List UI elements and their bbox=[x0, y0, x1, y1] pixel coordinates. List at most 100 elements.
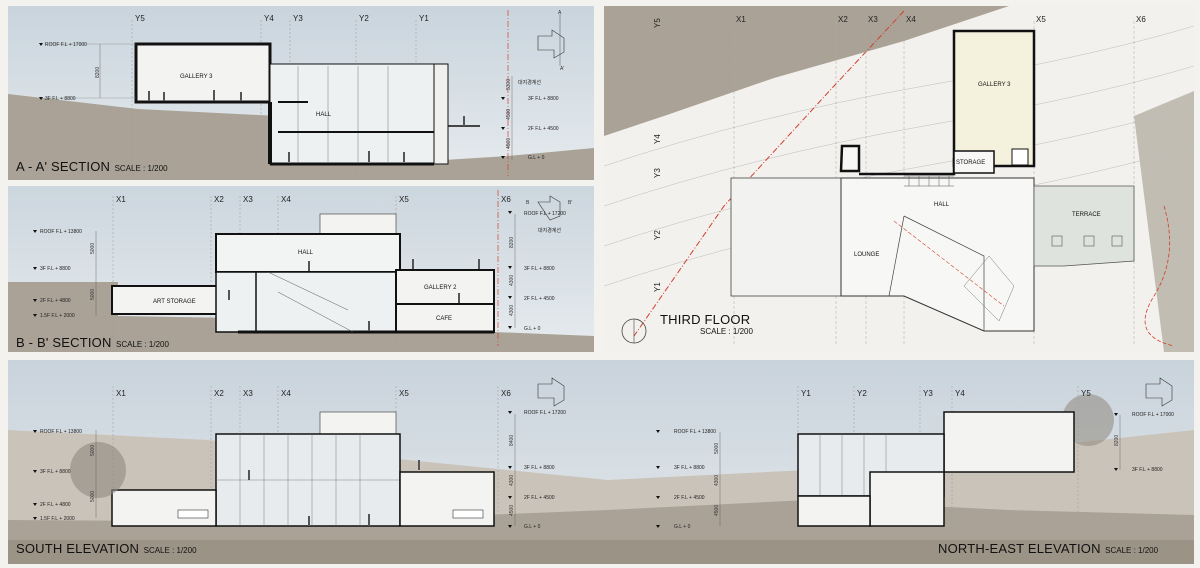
third-floor-title: THIRD FLOOR SCALE : 1/200 bbox=[660, 312, 753, 336]
third-floor-plan: X1 X2 X3 X4 X5 X6 Y5 Y4 Y3 Y2 Y1 bbox=[604, 6, 1194, 352]
south-right-level-3f: 3F F.L + 8800 bbox=[524, 465, 555, 471]
aa-section-panel: Y5 Y4 Y3 Y2 Y1 GALLERY 3 HALL bbox=[8, 6, 594, 180]
bb-title-text: B - B' SECTION bbox=[16, 335, 112, 350]
aa-section-title: A - A' SECTION SCALE : 1/200 bbox=[16, 158, 168, 176]
bb-section-panel: X1 X2 X3 X4 X5 X6 HALL ART STORAGE GALLE… bbox=[8, 186, 594, 352]
ne-dim-3: 4500 bbox=[714, 505, 720, 516]
south-dim-right-1: 8400 bbox=[509, 435, 515, 446]
level-roof: ROOF F.L + 17000 bbox=[45, 42, 87, 48]
south-level-2f: 2F F.L + 4800 bbox=[40, 502, 71, 508]
ground-mass bbox=[8, 282, 594, 352]
south-right-level-roof: ROOF F.L + 17200 bbox=[524, 410, 566, 416]
ne-elevation-title: NORTH-EAST ELEVATION SCALE : 1/200 bbox=[938, 540, 1158, 558]
room-label-storage: STORAGE bbox=[956, 160, 985, 166]
grid-label-x3: X3 bbox=[868, 15, 878, 24]
third-floor-scale-text: SCALE : 1/200 bbox=[700, 327, 753, 336]
right-level-roof: ROOF F.L + 17200 bbox=[524, 211, 566, 217]
aa-section-drawing: Y5 Y4 Y3 Y2 Y1 GALLERY 3 HALL bbox=[8, 6, 594, 180]
grid-label-y1: Y1 bbox=[419, 14, 429, 23]
south-dim-left-1: 5000 bbox=[90, 445, 96, 456]
boundary-note: 대지경계선 bbox=[518, 79, 541, 86]
key-label-b-prime: B' bbox=[568, 200, 572, 206]
gallery3-room bbox=[952, 29, 1036, 168]
ne-key-plan-icon bbox=[1145, 377, 1173, 407]
lower-roof-block bbox=[730, 177, 842, 297]
ne-grid-y4: Y4 bbox=[955, 389, 965, 398]
grid-label-x2: X2 bbox=[214, 195, 224, 204]
room-label-hall: HALL bbox=[934, 202, 950, 208]
room-label-cafe: CAFE bbox=[436, 316, 452, 322]
south-scale-text: SCALE : 1/200 bbox=[143, 546, 197, 555]
dim-right-1: 5300 bbox=[506, 79, 512, 90]
grid-label-x6: X6 bbox=[1136, 15, 1146, 24]
key-label-a: A bbox=[558, 10, 562, 16]
key-plan-icon bbox=[537, 29, 565, 59]
terrace-area bbox=[1033, 185, 1135, 267]
grid-label-y4: Y4 bbox=[653, 134, 662, 144]
key-label-b: B bbox=[526, 200, 530, 206]
third-floor-panel: X1 X2 X3 X4 X5 X6 Y5 Y4 Y3 Y2 Y1 bbox=[604, 6, 1194, 352]
grid-label-y3: Y3 bbox=[293, 14, 303, 23]
ne-title-text: NORTH-EAST ELEVATION bbox=[938, 541, 1101, 556]
right-level-gl: G.L + 0 bbox=[528, 155, 545, 161]
south-right-level-gl: G.L + 0 bbox=[524, 524, 541, 530]
level-roof: ROOF F.L + 13800 bbox=[40, 229, 82, 235]
south-grid-x6: X6 bbox=[501, 389, 511, 398]
ne-dim-1: 5000 bbox=[714, 443, 720, 454]
room-label-gallery3: GALLERY 3 bbox=[180, 74, 213, 80]
tree-left bbox=[70, 442, 126, 498]
gallery3-volume bbox=[134, 42, 272, 104]
room-label-lounge: LOUNGE bbox=[854, 252, 879, 258]
aa-title-text: A - A' SECTION bbox=[16, 159, 111, 174]
right-level-3f: 3F F.L + 8800 bbox=[524, 266, 555, 272]
south-grid-x2: X2 bbox=[214, 389, 224, 398]
south-level-3f: 3F F.L + 8800 bbox=[40, 469, 71, 475]
grid-label-y5: Y5 bbox=[653, 18, 662, 28]
right-level-2f: 2F F.L + 4500 bbox=[528, 126, 559, 132]
boundary-note: 대지경계선 bbox=[538, 227, 561, 234]
ne-grid-y1: Y1 bbox=[801, 389, 811, 398]
ne-level-gl: G.L + 0 bbox=[674, 524, 691, 530]
room-label-hall: HALL bbox=[316, 112, 332, 118]
ne-grid-y3: Y3 bbox=[923, 389, 933, 398]
ne-level-3f: 3F F.L + 8800 bbox=[674, 465, 705, 471]
south-level-roof: ROOF F.L + 13800 bbox=[40, 429, 82, 435]
dim-left-1: 5000 bbox=[90, 243, 96, 254]
bb-section-title: B - B' SECTION SCALE : 1/200 bbox=[16, 334, 169, 352]
grid-label-x4: X4 bbox=[906, 15, 916, 24]
south-dim-right-3: 4500 bbox=[509, 505, 515, 516]
room-label-gallery2: GALLERY 2 bbox=[424, 285, 457, 291]
grid-label-y4: Y4 bbox=[264, 14, 274, 23]
south-grid-x4: X4 bbox=[281, 389, 291, 398]
level-3f: 3F F.L + 8800 bbox=[40, 266, 71, 272]
grid-label-x1: X1 bbox=[736, 15, 746, 24]
south-key-plan-icon bbox=[537, 377, 565, 407]
key-label-a-prime: A' bbox=[560, 66, 564, 72]
south-dim-right-2: 4300 bbox=[509, 475, 515, 486]
level-15f: 1.5F F.L + 2000 bbox=[40, 313, 75, 319]
room-label-terrace: TERRACE bbox=[1072, 212, 1101, 218]
bb-scale-text: SCALE : 1/200 bbox=[116, 340, 169, 349]
south-grid-x3: X3 bbox=[243, 389, 253, 398]
dim-right-3: 4500 bbox=[506, 138, 512, 149]
south-elevation-title: SOUTH ELEVATION SCALE : 1/200 bbox=[16, 540, 197, 558]
room-label-hall: HALL bbox=[298, 250, 314, 256]
grid-label-y2: Y2 bbox=[653, 230, 662, 240]
tree-right bbox=[1062, 394, 1114, 446]
grid-label-x3: X3 bbox=[243, 195, 253, 204]
aa-scale-text: SCALE : 1/200 bbox=[114, 164, 168, 173]
ground-mass bbox=[8, 94, 594, 180]
level-2f: 2F F.L + 4800 bbox=[40, 298, 71, 304]
ne-right-level-roof: ROOF F.L + 17000 bbox=[1132, 412, 1174, 418]
hall-volume bbox=[269, 63, 435, 165]
third-floor-title-text: THIRD FLOOR bbox=[660, 312, 751, 327]
room-label-gallery3: GALLERY 3 bbox=[978, 82, 1011, 88]
grid-label-x5: X5 bbox=[399, 195, 409, 204]
south-level-15f: 1.5F F.L + 2000 bbox=[40, 516, 75, 522]
elevations-panel: X1 X2 X3 X4 X5 X6 bbox=[8, 360, 1194, 564]
dim-right-2: 4300 bbox=[509, 275, 515, 286]
grid-label-y1: Y1 bbox=[653, 282, 662, 292]
grid-label-y2: Y2 bbox=[359, 14, 369, 23]
ne-grid-y5: Y5 bbox=[1081, 389, 1091, 398]
dim-right-2: 4500 bbox=[506, 109, 512, 120]
